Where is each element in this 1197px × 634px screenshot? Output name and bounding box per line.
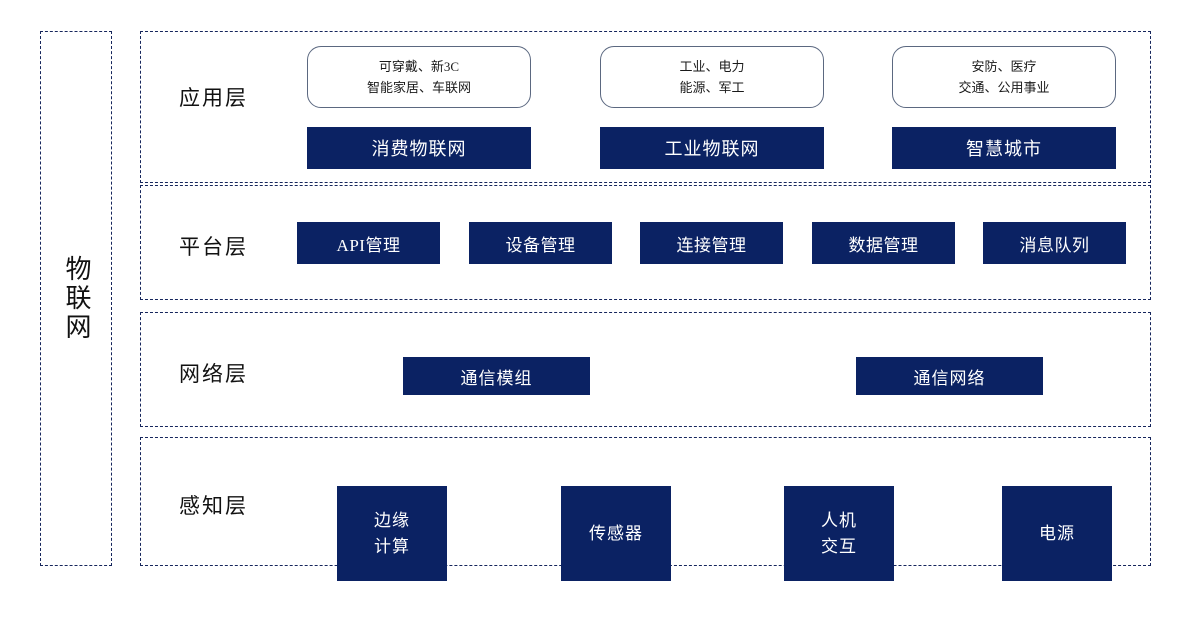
platform-block-message-queue-label: 消息队列 xyxy=(1019,235,1090,255)
layer-stack: 应用层 可穿戴、新3C 智能家居、车联网 工业、电力 能源、军工 安防、医疗 交… xyxy=(140,31,1151,581)
network-block-communication-network: 通信网络 xyxy=(856,357,1043,395)
layer-application-title: 应用层 xyxy=(179,86,248,110)
layer-platform-title: 平台层 xyxy=(179,235,248,259)
platform-block-message-queue: 消息队列 xyxy=(983,222,1126,264)
platform-block-device-management-label: 设备管理 xyxy=(505,235,576,255)
application-block-smart-city: 智慧城市 xyxy=(892,127,1116,169)
platform-block-device-management: 设备管理 xyxy=(469,222,612,264)
application-block-smart-city-label: 智慧城市 xyxy=(966,139,1042,159)
perception-block-power-supply: 电源 xyxy=(1002,486,1112,581)
platform-block-data-management: 数据管理 xyxy=(812,222,955,264)
application-domain-box-2: 工业、电力 能源、军工 xyxy=(600,46,824,108)
application-domain-box-2-line1: 工业、电力 xyxy=(679,58,745,74)
perception-block-human-machine-interaction-line1: 人机 xyxy=(821,511,857,530)
application-domain-box-1-line2: 智能家居、车联网 xyxy=(366,80,471,95)
platform-block-data-management-label: 数据管理 xyxy=(848,235,919,255)
perception-block-edge-computing: 边缘 计算 xyxy=(337,486,447,581)
perception-block-edge-computing-line2: 计算 xyxy=(374,536,410,556)
layer-perception: 感知层 边缘 计算 传感器 人机 交互 电源 xyxy=(140,437,1151,581)
root-label-frame: 物联网 xyxy=(40,31,112,566)
application-domain-box-3: 安防、医疗 交通、公用事业 xyxy=(892,46,1116,108)
network-block-communication-module-label: 通信模组 xyxy=(460,368,533,388)
perception-block-edge-computing-line1: 边缘 xyxy=(374,511,410,530)
layer-network: 网络层 通信模组 通信网络 xyxy=(140,312,1151,427)
layer-platform: 平台层 API管理 设备管理 连接管理 数据管理 消息队列 xyxy=(140,185,1151,300)
layer-network-title: 网络层 xyxy=(179,362,248,386)
application-domain-box-2-line2: 能源、军工 xyxy=(679,80,745,95)
application-domain-box-3-line1: 安防、医疗 xyxy=(971,58,1037,74)
application-block-industrial-iot-label: 工业物联网 xyxy=(664,139,760,159)
perception-block-power-supply-label: 电源 xyxy=(1039,523,1075,543)
application-domain-box-1: 可穿戴、新3C 智能家居、车联网 xyxy=(307,46,531,108)
platform-block-api-management: API管理 xyxy=(297,222,440,264)
application-block-industrial-iot: 工业物联网 xyxy=(600,127,824,169)
application-domain-box-1-line1: 可穿戴、新3C xyxy=(378,58,460,74)
perception-block-sensor: 传感器 xyxy=(561,486,671,581)
application-domain-box-3-line2: 交通、公用事业 xyxy=(958,80,1050,95)
platform-block-connection-management: 连接管理 xyxy=(640,222,783,264)
network-block-communication-network-label: 通信网络 xyxy=(913,368,986,388)
platform-block-connection-management-label: 连接管理 xyxy=(676,235,747,255)
network-block-communication-module: 通信模组 xyxy=(403,357,590,395)
perception-block-sensor-label: 传感器 xyxy=(589,523,643,543)
root-label-text: 物联网 xyxy=(61,255,91,342)
application-block-consumer-iot: 消费物联网 xyxy=(307,127,531,169)
perception-block-human-machine-interaction: 人机 交互 xyxy=(784,486,894,581)
application-block-consumer-iot-label: 消费物联网 xyxy=(371,139,467,159)
layer-application: 应用层 可穿戴、新3C 智能家居、车联网 工业、电力 能源、军工 安防、医疗 交… xyxy=(140,31,1151,183)
perception-block-human-machine-interaction-line2: 交互 xyxy=(821,536,857,556)
layer-perception-title: 感知层 xyxy=(179,494,248,518)
platform-block-api-management-label: API管理 xyxy=(336,235,401,255)
